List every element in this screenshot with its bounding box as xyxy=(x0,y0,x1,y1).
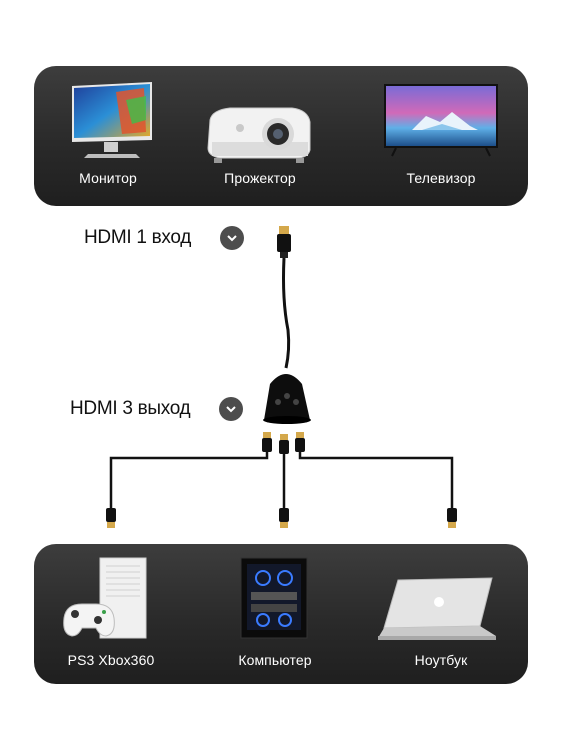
hdmi-input-label: HDMI 1 вход xyxy=(84,227,191,248)
device-label-projector: Прожектор xyxy=(224,170,296,186)
hdmi-input-connector xyxy=(277,226,291,258)
device-label-laptop: Ноутбук xyxy=(414,652,468,668)
game-console-icon xyxy=(63,557,147,639)
chevron-down-icon xyxy=(219,397,243,421)
device-label-monitor: Монитор xyxy=(79,170,137,186)
pc-tower-icon xyxy=(240,557,308,639)
hdmi-switch-box xyxy=(263,374,311,424)
laptop-icon xyxy=(378,577,496,640)
device-label-console: PS3 Xbox360 xyxy=(67,652,155,668)
hdmi-output-label: HDMI 3 выход xyxy=(70,398,191,419)
hdmi-source-connectors xyxy=(106,508,457,528)
tv-icon xyxy=(384,84,498,157)
hdmi-output-connectors xyxy=(262,432,305,454)
monitor-icon xyxy=(72,82,152,158)
device-label-tv: Телевизор xyxy=(406,170,476,186)
chevron-down-icon xyxy=(220,226,244,250)
device-label-computer: Компьютер xyxy=(238,652,312,668)
projector-icon xyxy=(207,107,311,163)
